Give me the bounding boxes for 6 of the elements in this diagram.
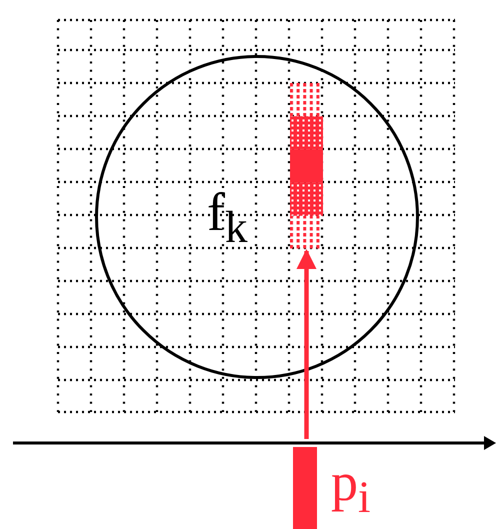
- function-label: f$_{k}$: [207, 185, 248, 250]
- pixel-column: [290, 83, 323, 249]
- circle: [95, 55, 419, 379]
- arrow: [296, 248, 317, 439]
- detector-bar: [293, 447, 317, 529]
- projection-label: p$_{i}$: [331, 455, 371, 520]
